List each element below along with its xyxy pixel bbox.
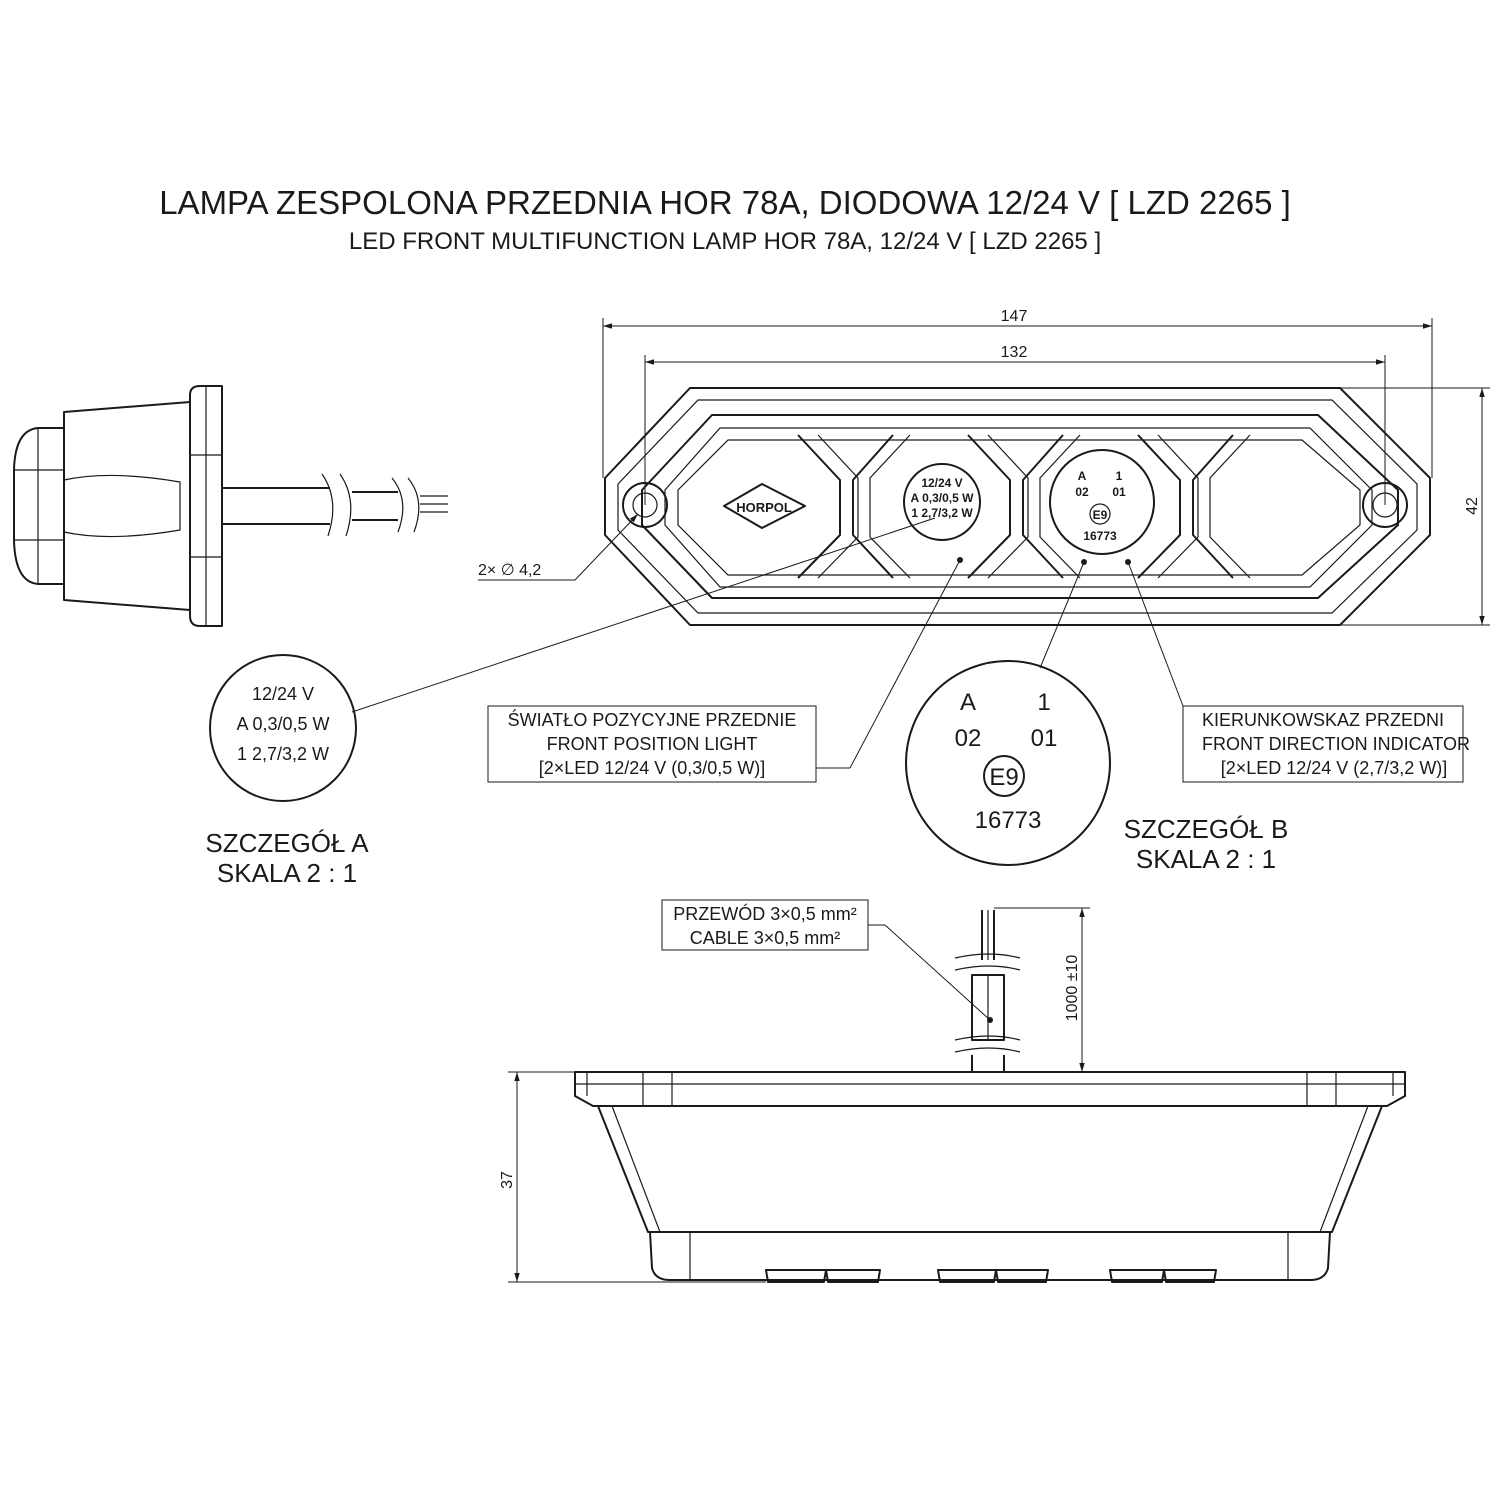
marking-a-line-2: A 0,3/0,5 W <box>911 491 975 505</box>
detail-b-circle <box>905 660 1111 866</box>
cable-pl: PRZEWÓD 3×0,5 mm² <box>673 903 857 924</box>
bottom-dimensions: 1000 ±10 37 <box>499 907 1090 1283</box>
dim-holes: 2× ∅ 4,2 <box>478 562 541 579</box>
detail-b-02: 02 <box>955 725 982 752</box>
logo-text: HORPOL <box>736 500 792 515</box>
detail-a: 12/24 V A 0,3/0,5 W 1 2,7/3,2 W SZCZEGÓŁ… <box>205 517 936 888</box>
e9-mark <box>983 755 1025 797</box>
dim-depth: 37 <box>499 1171 516 1189</box>
detail-a-line-1: 12/24 V <box>252 684 314 704</box>
cable-en: CABLE 3×0,5 mm² <box>690 928 841 948</box>
direction-indicator-en: FRONT DIRECTION INDICATOR <box>1202 734 1470 754</box>
callout-position-light: ŚWIATŁO POZYCYJNE PRZEDNIE FRONT POSITIO… <box>487 559 961 783</box>
detail-b: A 1 02 01 E9 16773 SZCZEGÓŁ B SKALA 2 : … <box>905 561 1289 874</box>
callout-cable: PRZEWÓD 3×0,5 mm² CABLE 3×0,5 mm² <box>661 899 993 1023</box>
detail-a-line-3: 1 2,7/3,2 W <box>237 744 329 764</box>
direction-indicator-spec: [2×LED 12/24 V (2,7/3,2 W)] <box>1221 758 1448 778</box>
title-english: LED FRONT MULTIFUNCTION LAMP HOR 78A, 12… <box>349 228 1101 255</box>
side-view <box>13 385 448 627</box>
marking-b-e9: E9 <box>1093 508 1108 522</box>
dim-cable-length: 1000 ±10 <box>1064 955 1081 1022</box>
position-light-pl: ŚWIATŁO POZYCYJNE PRZEDNIE <box>508 709 797 730</box>
marking-a-line-1: 12/24 V <box>921 476 962 490</box>
detail-b-1: 1 <box>1037 689 1050 716</box>
position-light-spec: [2×LED 12/24 V (0,3/0,5 W)] <box>539 758 766 778</box>
bottom-view <box>574 910 1406 1283</box>
detail-b-a: A <box>960 689 976 716</box>
dim-overall-length: 147 <box>1001 308 1028 325</box>
detail-a-line-2: A 0,3/0,5 W <box>236 714 329 734</box>
marking-b-number: 16773 <box>1083 529 1117 543</box>
callout-direction-indicator: KIERUNKOWSKAZ PRZEDNI FRONT DIRECTION IN… <box>1127 561 1470 783</box>
front-view: HORPOL 12/24 V A 0,3/0,5 W 1 2,7/3,2 W A… <box>604 387 1431 626</box>
detail-b-scale: SKALA 2 : 1 <box>1136 844 1276 874</box>
detail-a-label: SZCZEGÓŁ A <box>205 828 369 858</box>
title-polish: LAMPA ZESPOLONA PRZEDNIA HOR 78A, DIODOW… <box>159 184 1291 221</box>
dim-height: 42 <box>1464 497 1481 515</box>
detail-a-scale: SKALA 2 : 1 <box>217 858 357 888</box>
dim-hole-spacing: 132 <box>1001 344 1028 361</box>
direction-indicator-pl: KIERUNKOWSKAZ PRZEDNI <box>1202 710 1444 730</box>
marking-b-01: 01 <box>1112 485 1126 499</box>
marking-b-a: A <box>1078 469 1087 483</box>
position-light-en: FRONT POSITION LIGHT <box>547 734 758 754</box>
detail-b-label: SZCZEGÓŁ B <box>1124 814 1289 844</box>
marking-a-circle <box>903 463 981 541</box>
marking-b-1: 1 <box>1116 469 1123 483</box>
horpol-logo <box>723 483 806 529</box>
detail-a-circle <box>209 654 357 802</box>
detail-b-01: 01 <box>1031 725 1058 752</box>
detail-b-number: 16773 <box>975 807 1042 834</box>
marking-b-02: 02 <box>1075 485 1089 499</box>
marking-b-circle <box>1049 449 1155 555</box>
front-dimensions: 147 132 42 2× ∅ 4,2 <box>478 308 1490 626</box>
marking-a-line-3: 1 2,7/3,2 W <box>911 506 973 520</box>
detail-b-e9: E9 <box>989 764 1018 791</box>
